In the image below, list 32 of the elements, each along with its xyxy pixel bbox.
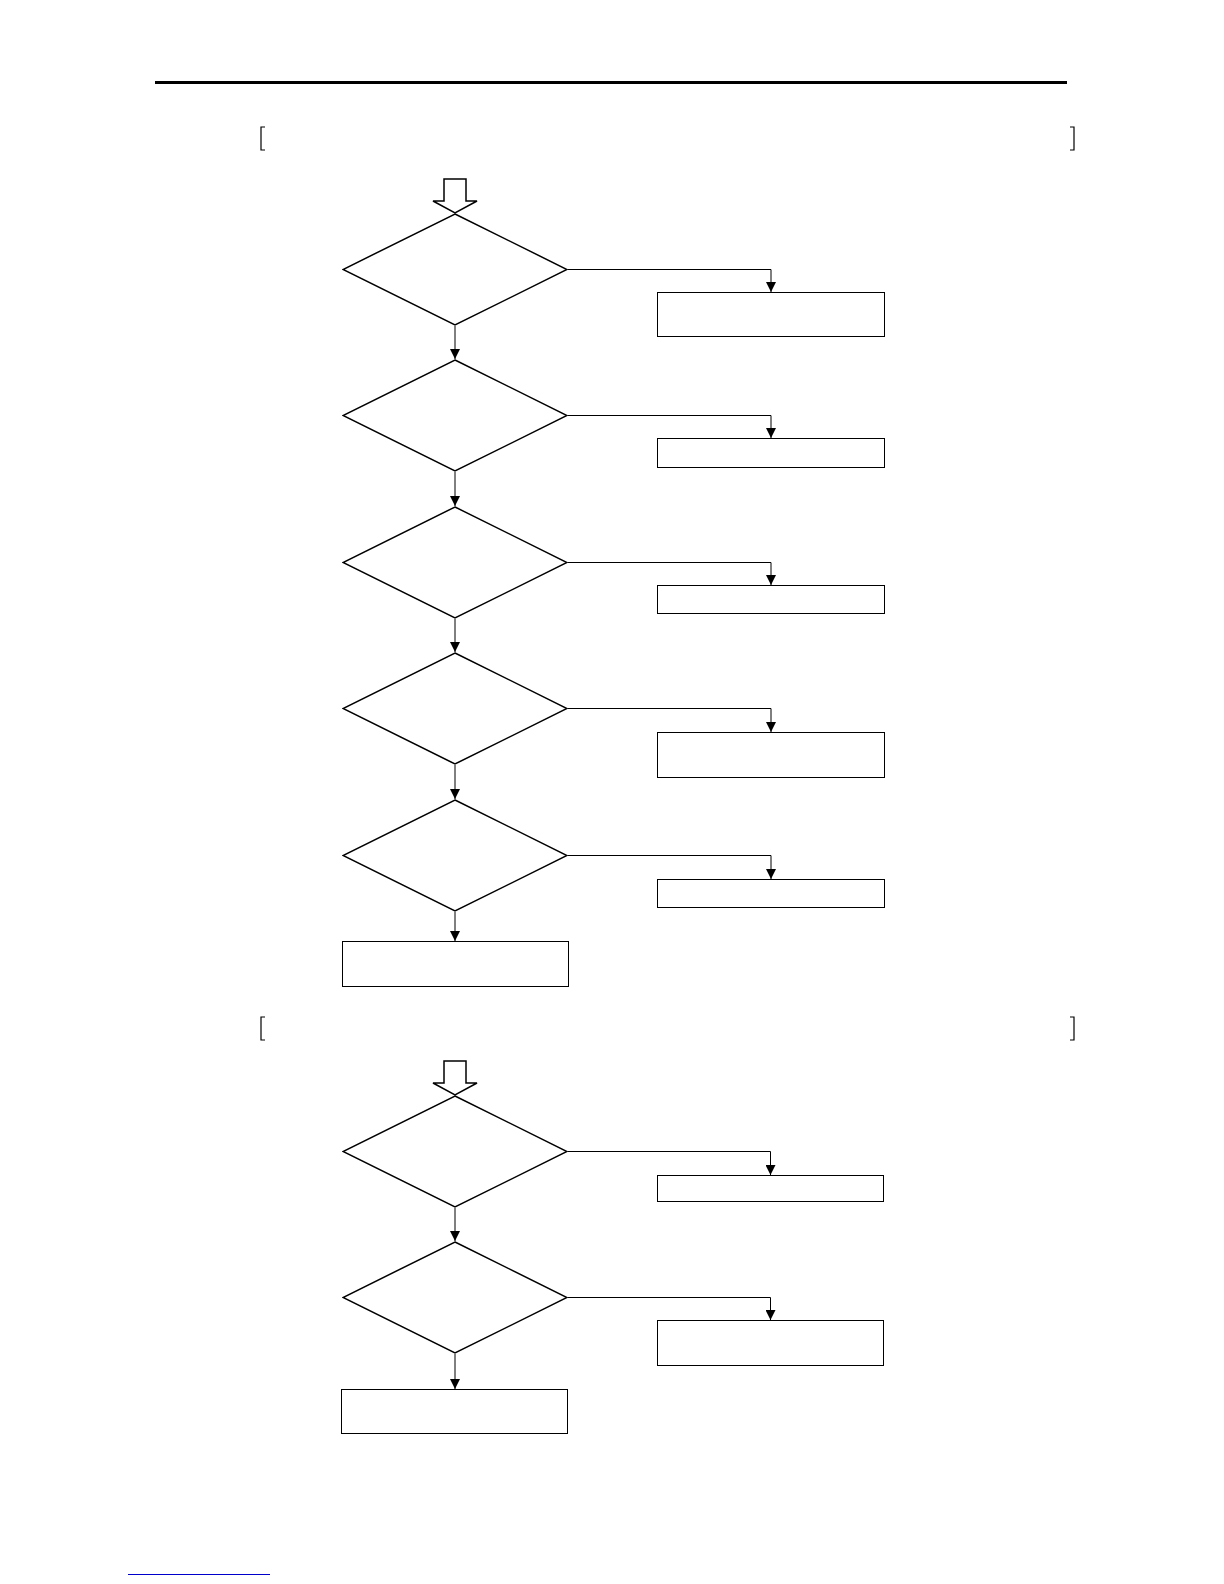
arrow — [567, 708, 776, 733]
process-box — [657, 292, 885, 337]
process-box — [342, 941, 569, 987]
arrow — [567, 562, 776, 586]
decision-diamond — [342, 1095, 568, 1208]
decision-diamond — [342, 359, 568, 472]
arrow — [567, 855, 776, 880]
entry-arrow — [432, 1060, 478, 1096]
arrow — [567, 1151, 776, 1176]
arrow — [450, 1207, 460, 1242]
arrow — [567, 269, 776, 293]
decision-diamond — [342, 652, 568, 765]
arrow — [450, 764, 460, 800]
process-box — [341, 1389, 568, 1434]
arrow — [567, 1297, 776, 1321]
arrow — [567, 415, 776, 439]
arrow — [450, 325, 460, 360]
process-box — [657, 1175, 884, 1202]
process-box — [657, 585, 885, 614]
arrow — [450, 618, 460, 653]
arrow — [450, 911, 460, 942]
entry-arrow — [432, 178, 478, 214]
process-box — [657, 732, 885, 778]
arrow — [450, 1353, 460, 1390]
process-box — [657, 1320, 884, 1366]
process-box — [657, 438, 885, 468]
decision-diamond — [342, 799, 568, 912]
decision-diamond — [342, 213, 568, 326]
process-box — [657, 879, 885, 908]
decision-diamond — [342, 1241, 568, 1354]
decision-diamond — [342, 506, 568, 619]
arrow — [450, 471, 460, 507]
